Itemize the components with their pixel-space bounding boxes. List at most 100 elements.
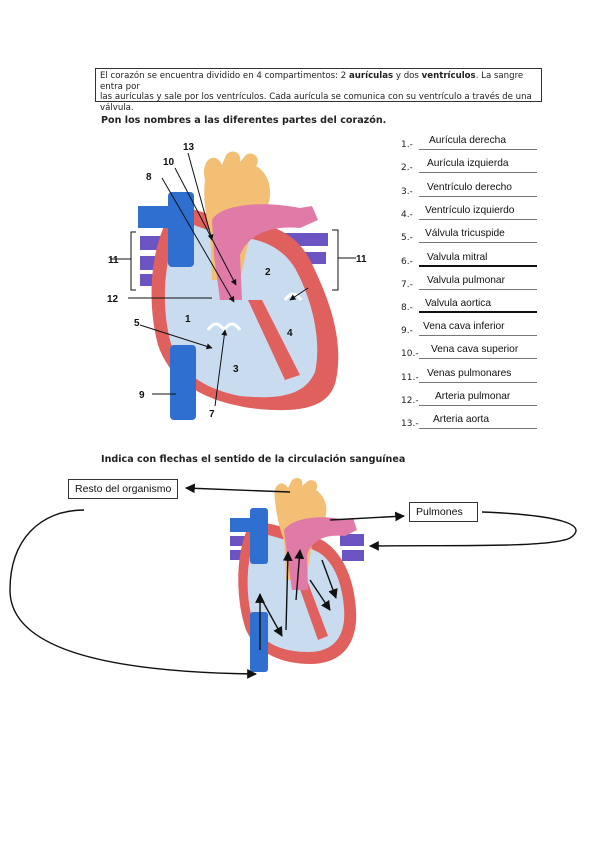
intro-auriculas: aurículas [348,71,394,81]
arrow-lv-aorta [294,549,305,601]
label-2: 2 [265,267,271,278]
answer-text[interactable]: Valvula pulmonar [427,275,505,286]
answer-text[interactable]: Arteria pulmonar [435,391,511,402]
pulmonary-artery [212,204,318,300]
intro-text-2: las aurículas y sale por los ventrículos… [100,92,532,102]
answer-text[interactable]: Valvula mitral [427,252,488,263]
arrow-body-return [9,509,257,679]
pulmonary-artery-2 [284,517,357,590]
answer-num: 6.- [401,257,413,267]
label-9: 9 [139,390,145,401]
label-8: 8 [146,172,152,183]
answer-text[interactable]: Valvula aortica [425,298,492,309]
vena-cava-inferior [170,345,196,420]
answer-num: 12.- [401,396,419,406]
answer-text[interactable]: Válvula tricuspide [425,228,505,239]
label-13: 13 [183,142,195,153]
pointer-lines [110,152,356,407]
heart-1 [138,151,339,420]
answer-line [419,428,537,429]
pulmones-box: Pulmones [409,502,478,522]
vena-cava-superior-2 [250,508,268,564]
answer-num: 13.- [401,419,419,429]
pulmonary-vein-right-bottom-2 [342,550,364,561]
pulmonary-vein-left-a [230,536,250,546]
answer-line [419,265,537,267]
answer-text[interactable]: Aurícula derecha [429,135,507,146]
label-1: 1 [185,314,191,325]
answer-num: 10.- [401,349,419,359]
answer-text[interactable]: Venas pulmonares [427,368,512,379]
intro-text-1e: . La sangre entra por [100,71,524,92]
section2-title: Indica con flechas el sentido de la circ… [101,454,406,465]
label-7: 7 [209,409,215,420]
answer-row: 4.- Ventrículo izquierdo [401,199,541,221]
answer-line [419,335,537,336]
circulation-arrows [9,483,577,679]
answer-line [419,289,537,290]
answer-row: 5.- Válvula tricuspide [401,222,541,244]
septum-2 [295,575,328,640]
answer-text[interactable]: Arteria aorta [433,414,490,425]
answer-row: 2.-Aurícula izquierda [401,152,541,174]
intro-text-1a: El corazón se encuentra dividido en 4 co… [100,71,349,81]
label-3: 3 [233,364,239,375]
label-4: 4 [287,328,293,339]
vena-cava-branch-2 [230,518,252,532]
intro-ventriculos: ventrículos [421,71,476,81]
intro-text-1c: y dos [393,71,422,81]
arrow-to-lungs [329,511,405,522]
heart-2 [230,478,364,672]
answer-line [419,405,537,406]
answer-line [419,219,537,220]
arrow-la-lv-2 [309,579,331,611]
answer-num: 7.- [401,280,413,290]
label-11-left: 11 [108,255,119,266]
answer-line [419,382,537,383]
vena-cava-branch [138,206,172,228]
answer-row: 6.- Valvula mitral [401,246,541,268]
intro-box: El corazón se encuentra dividido en 4 co… [95,68,542,113]
arrow-lungs-return [369,511,577,551]
label-11-right: 11 [356,254,367,265]
answer-row: 3.- Ventrículo derecho [401,176,541,198]
answer-row: 8.- Valvula aortica [401,292,541,314]
arrow-to-body [185,483,291,494]
answer-line [419,196,537,197]
septum [248,300,300,380]
answer-row: 10.- Vena cava superior [401,338,541,360]
answer-text[interactable]: Ventrículo izquierdo [425,205,515,216]
answer-row: 1.- Aurícula derecha [401,129,541,151]
answer-row: 7.- Valvula pulmonar [401,269,541,291]
answer-line [419,242,537,243]
arrow-rv-pa [282,551,293,631]
answer-num: 1.- [401,140,413,150]
answer-num: 4.- [401,210,413,220]
answer-row: 13.- Arteria aorta [401,408,541,430]
answer-line [419,311,537,313]
answer-line [419,172,537,173]
resto-organismo-box: Resto del organismo [68,479,179,499]
answer-text[interactable]: Aurícula izquierda [427,158,509,169]
vena-cava-inferior-2 [250,612,268,672]
answer-row: 12.- Arteria pulmonar [401,385,541,407]
answer-num: 11.- [401,373,419,383]
intro-text-3: válvula. [100,102,134,113]
answer-num: 3.- [401,187,413,197]
answer-num: 5.- [401,233,413,243]
answer-line [419,149,537,150]
answer-row: 11.- Venas pulmonares [401,362,541,384]
pulmonary-vein-left-b [230,550,250,560]
answer-text[interactable]: Vena cava superior [431,344,519,355]
mitral-valve [283,292,303,301]
answer-row: 9.- Vena cava inferior [401,315,541,337]
label-12: 12 [107,294,119,305]
answer-num: 9.- [401,326,413,336]
answer-num: 8.- [401,303,413,313]
arrow-ra-rv [261,599,283,637]
answer-text[interactable]: Vena cava inferior [423,321,505,332]
answer-text[interactable]: Ventrículo derecho [427,182,512,193]
section1-title: Pon los nombres a las diferentes partes … [101,115,387,126]
vena-cava-superior [168,192,194,267]
